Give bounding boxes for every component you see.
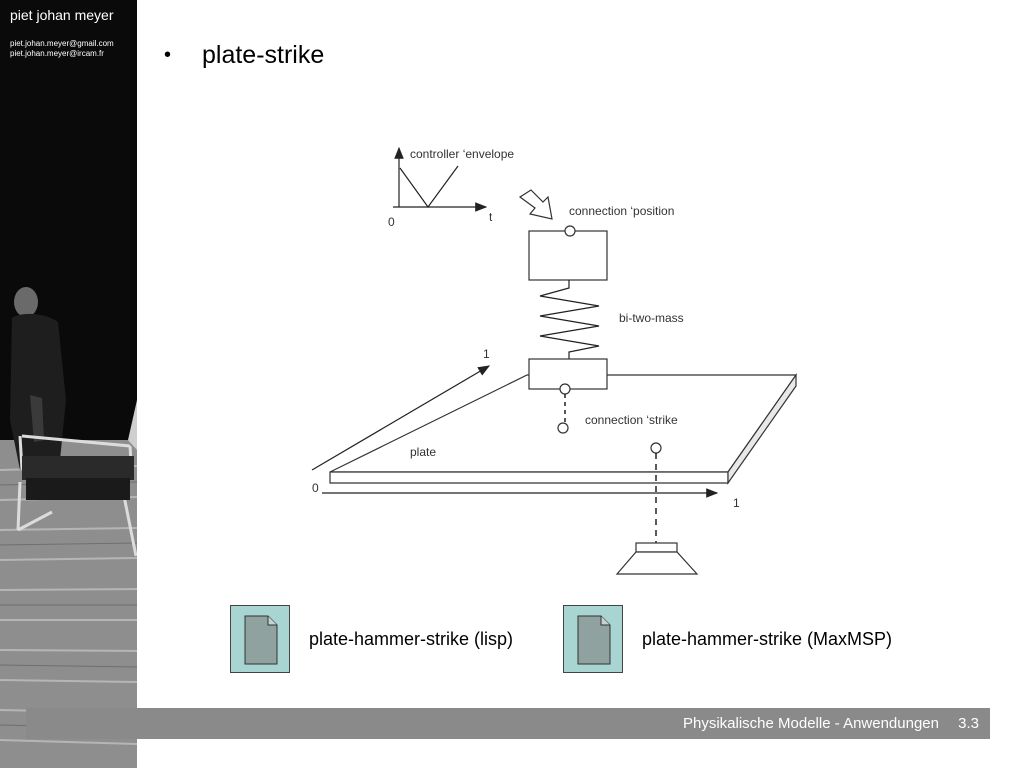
label-plate-axis-one-right: 1	[733, 496, 740, 510]
document-icon	[577, 615, 611, 665]
footer-bar: Physikalische Modelle - Anwendungen 3.3	[26, 708, 990, 739]
footer-section-title: Physikalische Modelle - Anwendungen	[683, 715, 939, 732]
strike-connector-bottom	[557, 422, 569, 434]
label-plate-axis-one-top: 1	[483, 347, 490, 361]
author-email-gmail[interactable]: piet.johan.meyer@gmail.com	[10, 39, 114, 48]
document-icon	[244, 615, 278, 665]
strike-connector-top	[559, 383, 571, 395]
speaker-magnet	[635, 542, 678, 553]
label-plate-axis-zero: 0	[312, 481, 319, 495]
position-connector	[564, 225, 576, 237]
plate-side	[727, 373, 797, 485]
maxmsp-file-link-icon[interactable]	[563, 605, 623, 673]
label-axis-t: t	[489, 210, 493, 224]
page-number: 3.3	[958, 715, 979, 732]
slide-title: plate-strike	[202, 41, 325, 69]
envelope-graph	[393, 146, 488, 212]
title-bullet: •	[164, 44, 172, 66]
maxmsp-file-link[interactable]: plate-hammer-strike (MaxMSP)	[642, 629, 893, 649]
label-axis-zero: 0	[388, 215, 395, 229]
label-connection-strike: connection ‘strike	[585, 413, 678, 427]
spring	[539, 280, 600, 359]
speaker-cone	[615, 551, 699, 575]
lower-mass	[528, 358, 608, 390]
author-email-ircam[interactable]: piet.johan.meyer@ircam.fr	[10, 49, 104, 58]
plate-front	[329, 471, 729, 484]
position-input-arrow	[518, 189, 553, 220]
sidebar: piet johan meyer piet.johan.meyer@gmail.…	[0, 0, 137, 768]
lisp-file-link[interactable]: plate-hammer-strike (lisp)	[309, 629, 514, 649]
label-controller-envelope: controller ‘envelope	[410, 147, 514, 161]
label-plate: plate	[410, 445, 436, 459]
sidebar-photo	[0, 0, 137, 768]
author-name: piet johan meyer	[10, 7, 114, 23]
listening-point	[650, 442, 662, 454]
upper-mass	[528, 230, 608, 281]
label-bi-two-mass: bi-two-mass	[619, 311, 684, 325]
label-connection-position: connection ‘position	[569, 204, 674, 218]
lisp-file-link-icon[interactable]	[230, 605, 290, 673]
